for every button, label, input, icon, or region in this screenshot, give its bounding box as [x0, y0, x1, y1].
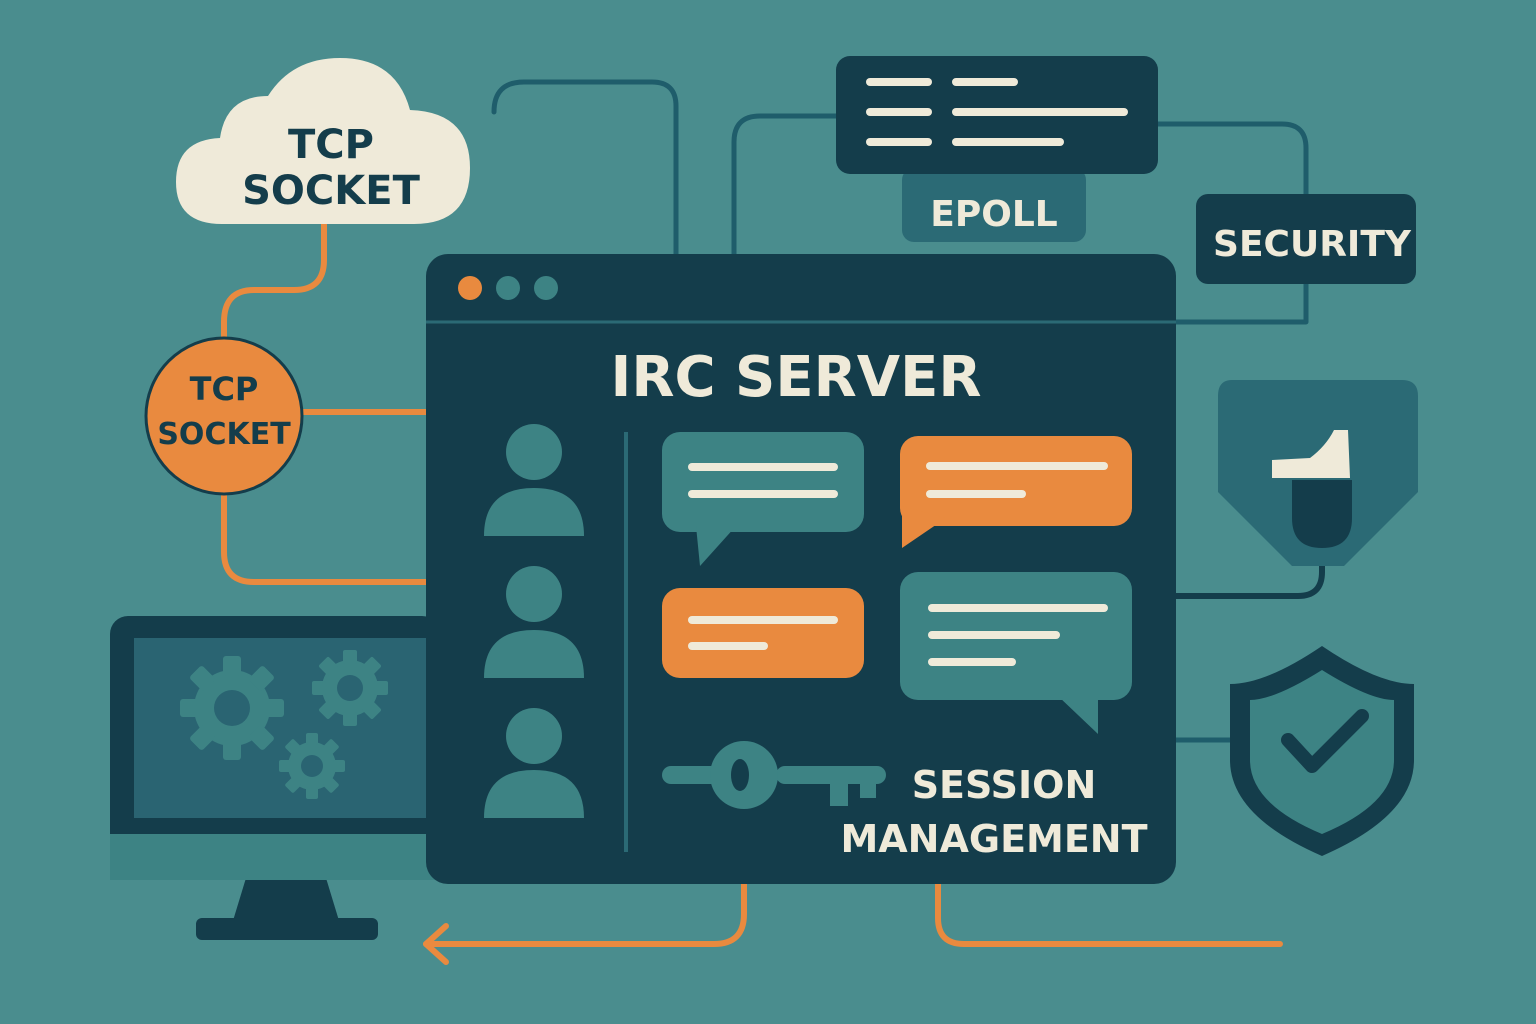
- socket-circle-line2: SOCKET: [157, 417, 291, 452]
- gear-icon-small: [279, 733, 345, 799]
- list-lines-icon: [866, 78, 1128, 146]
- window-frame: [426, 254, 1176, 884]
- connector-epoll-arch: [731, 113, 841, 261]
- connector-security-window: [1173, 281, 1309, 325]
- window-dot-teal-2: [534, 276, 558, 300]
- user-avatar-icon: [484, 566, 584, 678]
- session-label-line1: SESSION: [912, 763, 1097, 807]
- monitor-screen: [134, 638, 434, 818]
- connector-circle-down: [221, 489, 429, 585]
- monitor-chin: [110, 834, 440, 880]
- irc-server-window: IRC SERVER: [426, 254, 1176, 884]
- security-label: SECURITY: [1213, 224, 1412, 265]
- gear-icon-large: [180, 656, 284, 760]
- gear-icon-medium: [312, 650, 388, 726]
- plug-icon: [1218, 380, 1418, 566]
- chat-bubble-orange-2: [662, 588, 864, 678]
- connector-epoll-security: [1155, 121, 1309, 197]
- shield-check-icon: [1230, 646, 1414, 856]
- epoll-label: EPOLL: [930, 194, 1057, 235]
- chat-bubble-orange-1: [900, 436, 1132, 548]
- connector-key-return: [423, 815, 747, 947]
- monitor-stand: [232, 878, 340, 924]
- chat-bubble-teal-1: [662, 432, 864, 566]
- window-dot-orange: [458, 276, 482, 300]
- tcp-socket-circle: TCP SOCKET: [144, 336, 304, 496]
- connector-lines: [221, 79, 1325, 965]
- security-badge: SECURITY: [1196, 194, 1416, 284]
- socket-circle-shape: [144, 336, 304, 496]
- chat-bubble-teal-2: [900, 572, 1132, 734]
- checkmark-icon: [1281, 709, 1369, 773]
- epoll-panel: EPOLL: [836, 56, 1158, 242]
- window-dot-teal-1: [496, 276, 520, 300]
- connector-cloud-circle: [221, 221, 327, 341]
- user-list: [484, 424, 584, 818]
- cloud-icon: [176, 58, 470, 224]
- session-label-line2: MANAGEMENT: [840, 817, 1147, 861]
- socket-circle-line1: TCP: [190, 370, 259, 408]
- security-badge-shape: [1196, 194, 1416, 284]
- connector-session-out: [935, 881, 1283, 947]
- key-icon: [662, 741, 886, 809]
- connector-plug-cable: [1173, 545, 1325, 599]
- monitor-base: [196, 918, 378, 940]
- epoll-tab: [902, 168, 1086, 242]
- user-avatar-icon: [484, 708, 584, 818]
- window-title: IRC SERVER: [611, 345, 982, 410]
- cloud-label-line1: TCP: [288, 122, 374, 168]
- monitor-gears: [110, 616, 440, 940]
- connector-top-left-arch: [491, 79, 679, 261]
- cloud-label-line2: SOCKET: [242, 168, 420, 214]
- user-avatar-icon: [484, 424, 584, 536]
- tcp-socket-cloud: TCP SOCKET: [176, 58, 470, 224]
- plug-body: [1292, 480, 1352, 548]
- arrowhead-left: [423, 923, 449, 965]
- plug-prong: [1272, 430, 1350, 478]
